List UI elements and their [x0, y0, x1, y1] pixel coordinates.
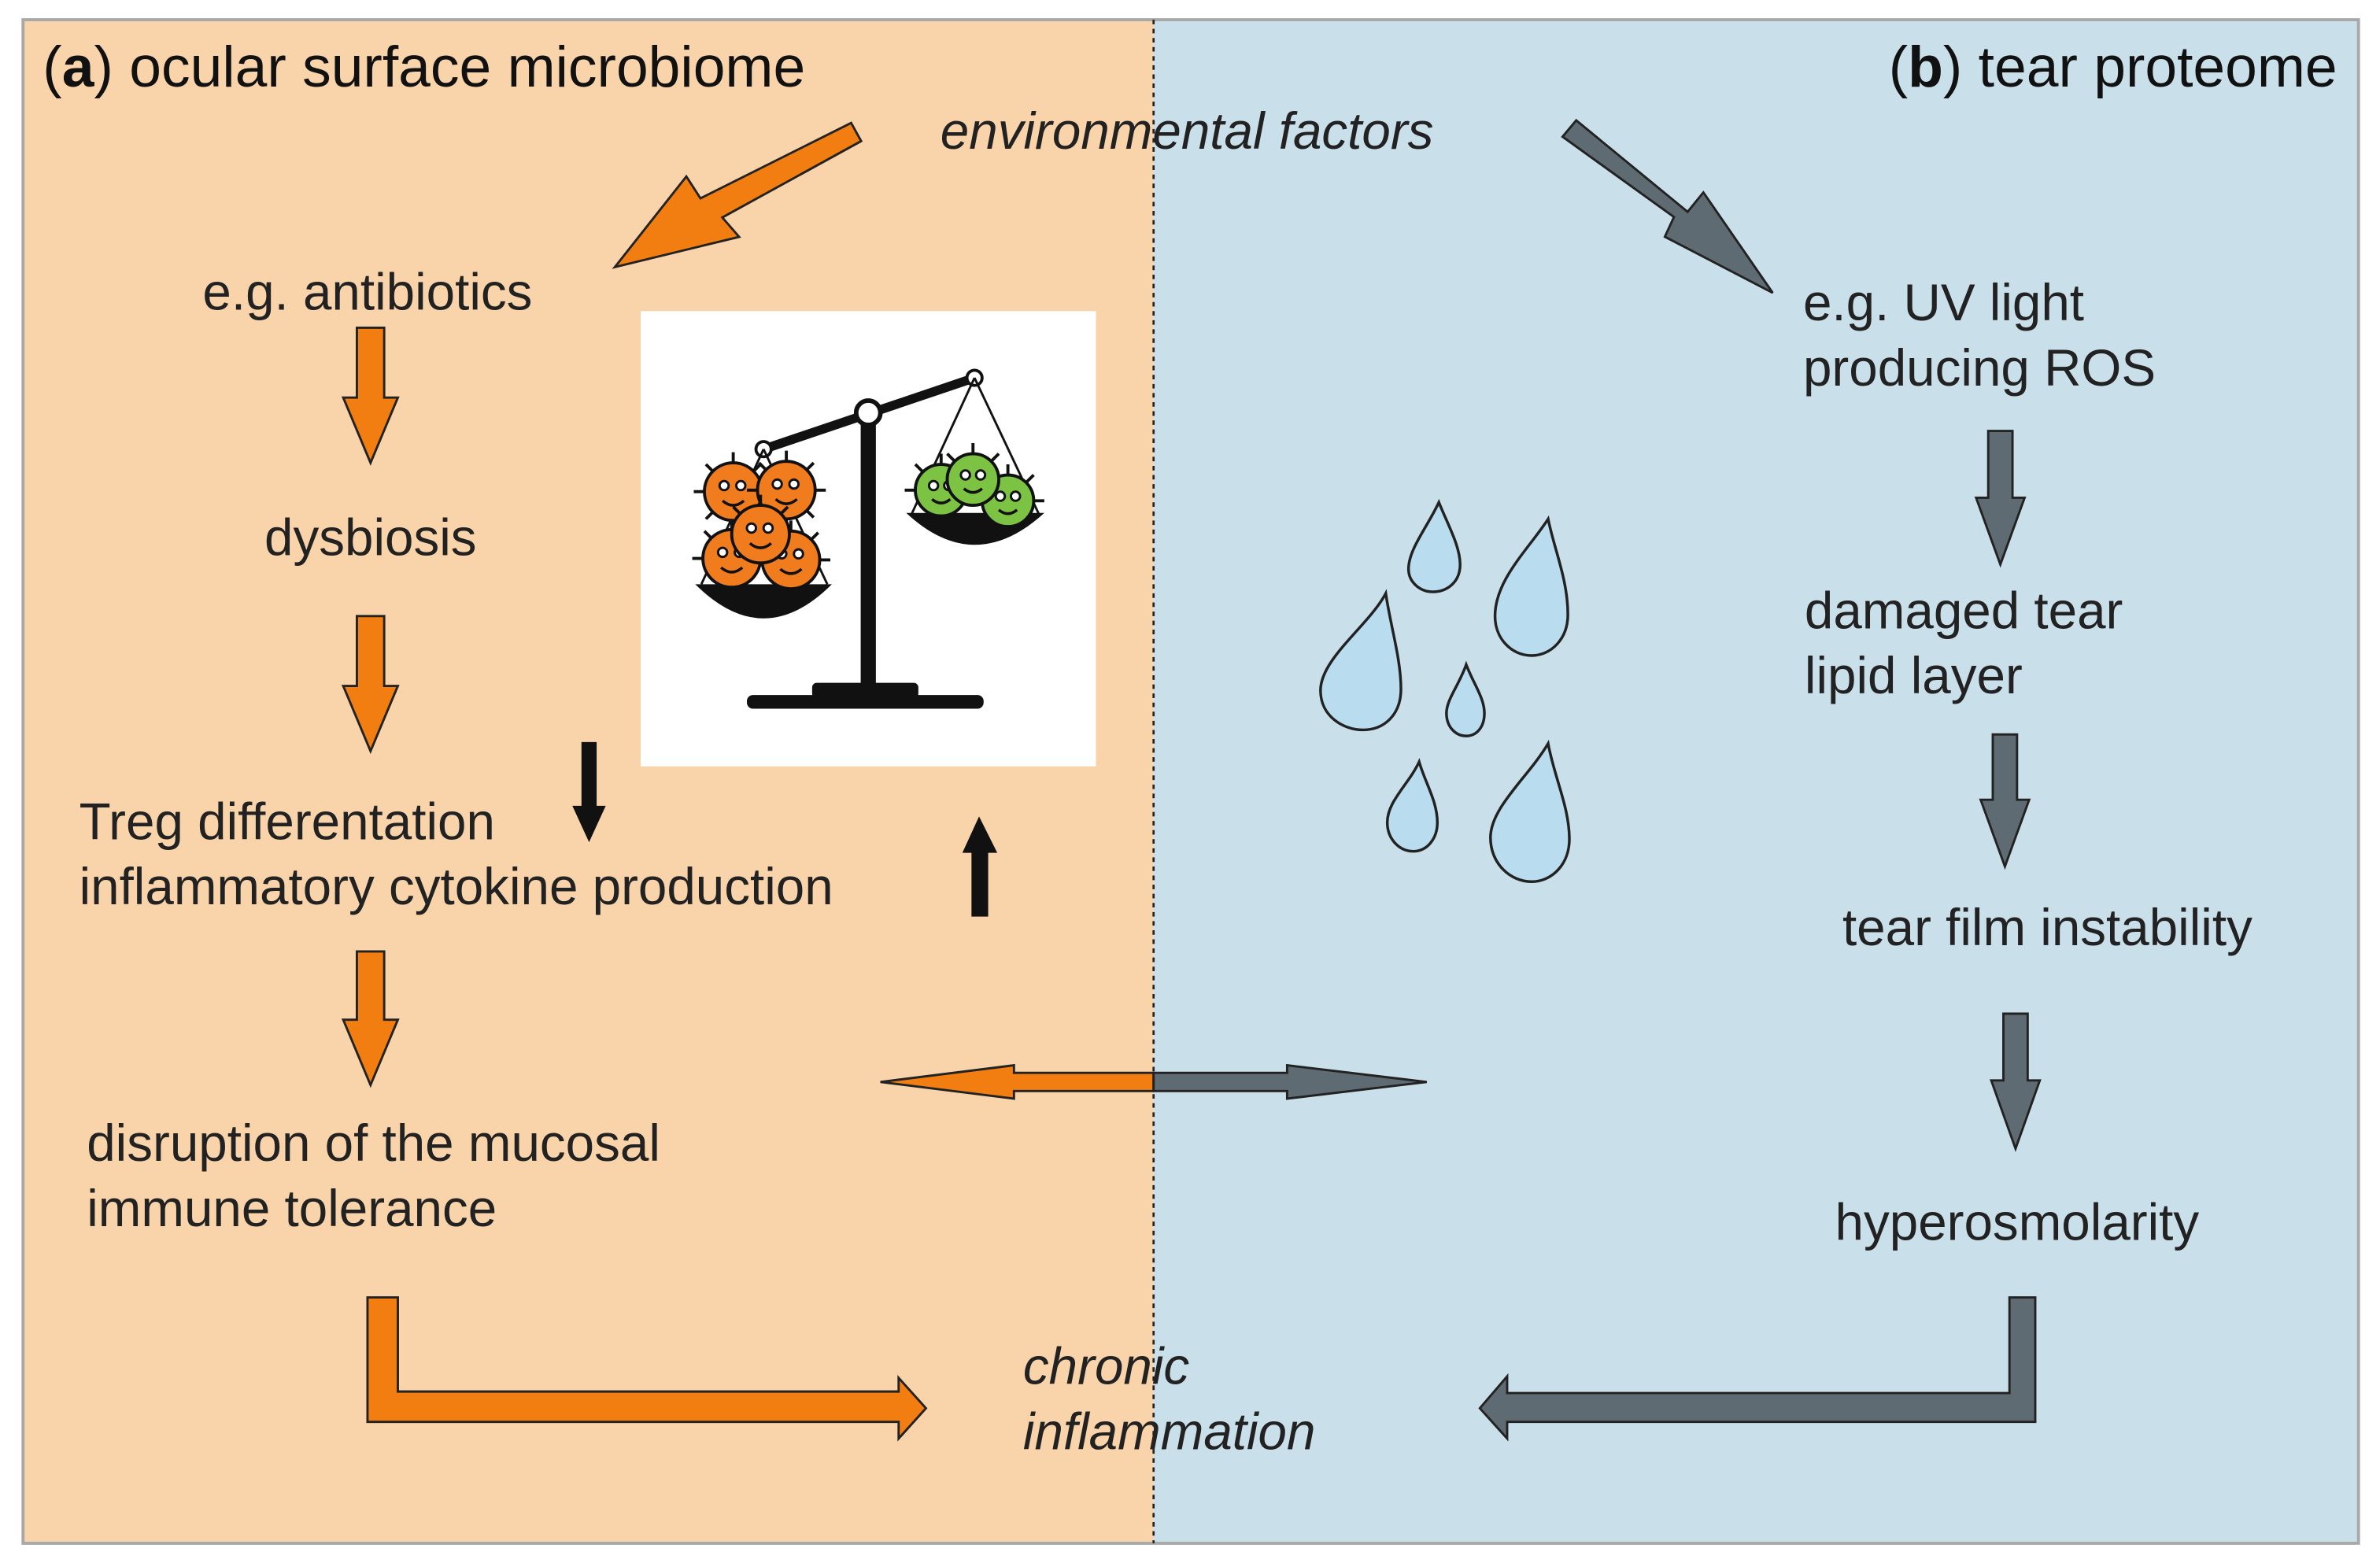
- panel-a-label: a: [62, 35, 95, 99]
- panel-b-title: (b) tear proteome: [1889, 35, 2338, 99]
- lipid-label-line1: damaged tear: [1805, 582, 2123, 639]
- dysbiosis-label: dysbiosis: [264, 509, 477, 567]
- arrow-dysbiosis-to-treg: [341, 615, 400, 755]
- arrow-uv-to-lipid: [1974, 430, 2027, 568]
- bacteria-icon: [692, 450, 831, 591]
- balance-scale-icon: [641, 311, 1096, 767]
- panel-b-title-text: tear proteome: [1979, 35, 2338, 99]
- arrow-disruption-to-panel-b-right: [1152, 1063, 1427, 1100]
- arrow-disruption-to-panel-b-left: [880, 1063, 1155, 1100]
- uv-label-line2: producing ROS: [1803, 339, 2156, 397]
- arrow-env-to-uv: [1561, 118, 1774, 294]
- chronic-label-line2: inflammation: [1023, 1402, 1316, 1460]
- arrow-antibiotics-to-dysbiosis: [341, 327, 400, 466]
- arrow-hyperosmolarity-to-chronic: [1478, 1296, 2037, 1442]
- arrow-lipid-to-instability: [1979, 733, 2031, 870]
- environmental-factors-label: environmental factors: [941, 102, 1434, 160]
- hyperosmolarity-label: hyperosmolarity: [1835, 1193, 2200, 1251]
- increase-arrow-icon: [962, 816, 998, 917]
- figure-border: [21, 18, 2360, 1545]
- instability-label: tear film instability: [1842, 899, 2252, 956]
- arrow-cytokine-to-disruption: [341, 950, 400, 1088]
- arrow-env-to-antibiotics: [612, 121, 863, 269]
- disruption-label-line1: disruption of the mucosal: [87, 1114, 660, 1172]
- antibiotics-label: e.g. antibiotics: [202, 263, 532, 320]
- arrow-disruption-to-chronic: [366, 1296, 928, 1442]
- disruption-label-line2: immune tolerance: [87, 1180, 497, 1237]
- treg-label: Treg differentation: [79, 793, 495, 850]
- chronic-label-line1: chronic: [1023, 1337, 1190, 1395]
- arrow-instability-to-hyperosmolarity: [1990, 1012, 2042, 1152]
- lipid-label-line2: lipid layer: [1805, 647, 2023, 704]
- bacteria-icon: [904, 443, 1044, 528]
- cytokine-label: inflammatory cytokine production: [79, 858, 833, 915]
- panel-b-background: [1153, 20, 2359, 1543]
- water-drop-icon: [1319, 498, 1571, 883]
- panel-a-title: (a) ocular surface microbiome: [42, 35, 805, 99]
- uv-label-line1: e.g. UV light: [1803, 274, 2084, 331]
- panel-b-label: b: [1908, 35, 1943, 99]
- panel-a-title-text: ocular surface microbiome: [129, 35, 805, 99]
- decrease-arrow-icon: [572, 741, 606, 843]
